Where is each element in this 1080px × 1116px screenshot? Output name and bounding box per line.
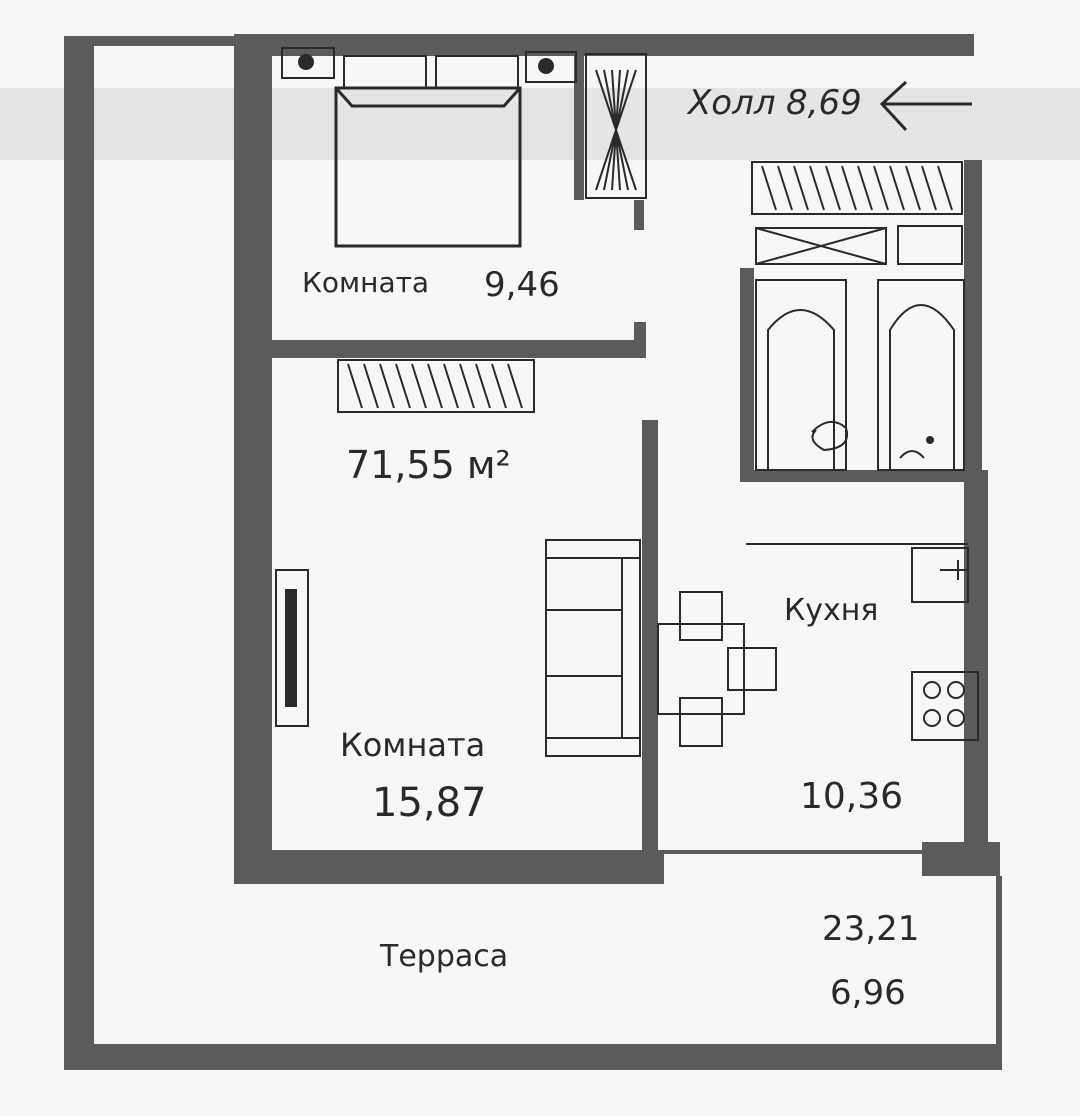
- kitchen-name: Кухня: [784, 593, 878, 628]
- paper-crease: [0, 88, 1080, 160]
- kitchen-area: 10,36: [800, 776, 903, 817]
- bedroom-area: 9,46: [484, 265, 560, 305]
- living-area: 15,87: [372, 780, 487, 826]
- sofa: [545, 539, 641, 757]
- wardrobe-living: [337, 359, 535, 413]
- total-area: 71,55 м²: [346, 443, 511, 487]
- bathtub: [755, 279, 848, 471]
- sink: [911, 547, 969, 603]
- terrace-area-reduced: 6,96: [830, 973, 906, 1013]
- living-name: Комната: [340, 726, 485, 764]
- stove: [911, 671, 979, 741]
- hall-name: Холл: [686, 83, 776, 123]
- terrace-area-total: 23,21: [822, 909, 919, 949]
- hall-area: 8,69: [786, 83, 862, 123]
- hall-arrow-icon: [879, 80, 972, 132]
- terrace-name: Терраса: [379, 939, 508, 974]
- dining-table: [657, 591, 777, 747]
- bed: [334, 55, 522, 248]
- wardrobe-bath: [751, 161, 963, 215]
- storage-units: [755, 225, 963, 265]
- wardrobe-hall: [585, 53, 647, 199]
- shower: [877, 279, 965, 471]
- tv-stand: [275, 569, 309, 727]
- bedroom-name: Комната: [302, 266, 429, 299]
- nightstand-right: [525, 51, 577, 83]
- nightstand-left: [281, 47, 335, 79]
